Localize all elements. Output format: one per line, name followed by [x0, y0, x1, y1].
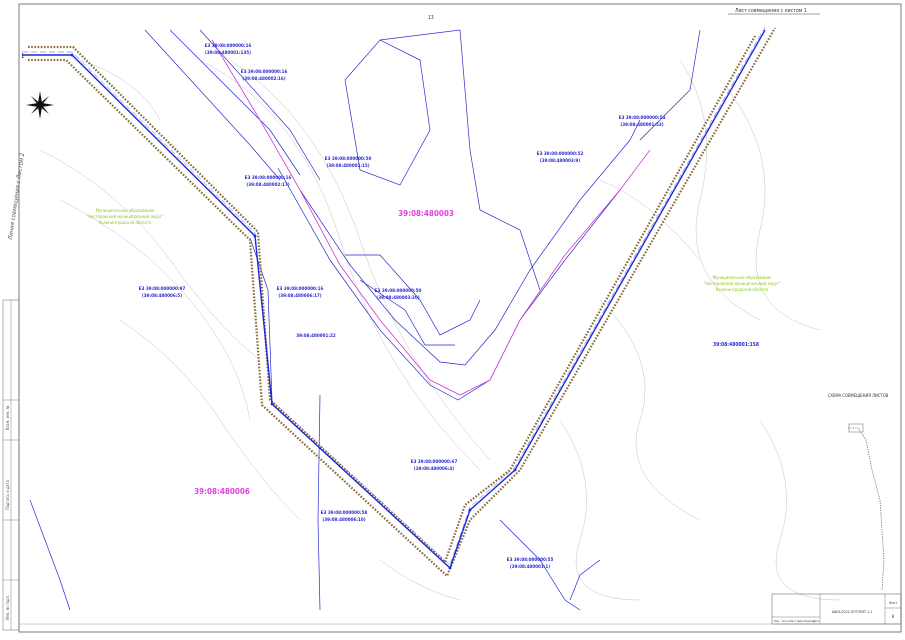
svg-text:(39:08:480002:16): (39:08:480002:16): [242, 76, 285, 82]
svg-text:ЕЗ 39:08:000000:58: ЕЗ 39:08:000000:58: [321, 510, 368, 516]
strip-text-3: Инв. № подл.: [5, 595, 10, 620]
svg-text:Калининградской области: Калининградской области: [99, 220, 152, 225]
svg-text:ЕЗ 39:08:000000:16: ЕЗ 39:08:000000:16: [245, 175, 292, 181]
svg-text:(39:08:480006:4): (39:08:480006:4): [414, 466, 454, 472]
stamp-col-5: Подпись: [804, 619, 815, 623]
pipeline-route: [22, 29, 766, 570]
stamp-col-2: Кол.уч: [782, 619, 791, 623]
svg-text:(39:08:480001:135): (39:08:480001:135): [205, 50, 251, 56]
svg-text:39:08:480001:22: 39:08:480001:22: [296, 333, 336, 339]
svg-text:(39:08:480001:53): (39:08:480001:53): [620, 122, 663, 128]
quarter-boundary: [211, 39, 651, 396]
svg-text:ЕЗ 39:08:000000:97: ЕЗ 39:08:000000:97: [139, 286, 186, 292]
svg-text:(39:08:480001:1): (39:08:480001:1): [510, 564, 550, 570]
parcel-label: ЕЗ 39:08:000000:55 (39:08:480001:1): [507, 557, 554, 570]
parcel-label: ЕЗ 39:08:000000:16 (39:08:480002:16): [241, 69, 288, 82]
header-note-text: Лист совмещения с листом 1: [735, 8, 807, 14]
parcel-label: ЕЗ 39:08:000000:52 (39:08:480003:9): [537, 151, 584, 164]
side-combine-text: Линия совмещения с Листом 2: [7, 152, 26, 241]
svg-text:ЕЗ 39:08:000000:55: ЕЗ 39:08:000000:55: [507, 557, 554, 563]
left-binding-strip: Взам. инв. № Подпись и дата Инв. № подл.: [2, 299, 20, 631]
parcel-boundaries: [29, 29, 701, 611]
svg-text:Муниципальное образование: Муниципальное образование: [713, 275, 772, 280]
parcel-label: ЕЗ 39:08:000000:16 (39:08:480001:135): [205, 43, 252, 56]
svg-text:ЕЗ 39:08:000000:16: ЕЗ 39:08:000000:16: [277, 286, 324, 292]
header-note: Лист совмещения с листом 1: [728, 8, 820, 15]
stamp-code: Ш8/5/2022-ППТ/ПМТ-1.1: [832, 610, 873, 614]
parcel-label: ЕЗ 39:08:000000:16 (39:08:480002:17): [245, 175, 292, 188]
svg-text:ЕЗ 39:08:000000:67: ЕЗ 39:08:000000:67: [411, 459, 458, 465]
municipal-label-left: Муниципальное образование "Нестеровский …: [86, 208, 163, 225]
svg-text:Муниципальное образование: Муниципальное образование: [96, 208, 155, 213]
parcel-label: ЕЗ 39:08:000000:54 (39:08:480001:53): [619, 115, 666, 128]
inset-key-plan: СХЕМА СОВМЕЩЕНИЯ ЛИСТОВ: [828, 393, 889, 591]
svg-text:(39:08:480006:10): (39:08:480006:10): [322, 517, 365, 523]
parcel-label: ЕЗ 39:08:000000:50 (39:08:480003:20): [375, 288, 422, 301]
route-ticks: [70, 53, 517, 570]
svg-text:ЕЗ 39:08:000000:54: ЕЗ 39:08:000000:54: [619, 115, 666, 121]
terrain-contours: [39, 59, 841, 601]
parcel-label: ЕЗ 39:08:000000:97 (39:08:480006:5): [139, 286, 186, 299]
stamp-col-1: Изм.: [774, 619, 780, 623]
svg-text:"Нестеровский муниципальный ок: "Нестеровский муниципальный округ": [86, 214, 163, 219]
parcel-label: 39:08:480001:22: [296, 333, 336, 339]
municipal-label-right: Муниципальное образование "Нестеровский …: [703, 275, 780, 292]
pipeline-route-offset: [22, 26, 766, 566]
svg-text:Калининградской области: Калининградской области: [716, 287, 769, 292]
strip-text-1: Взам. инв. №: [5, 405, 10, 430]
svg-text:(39:08:480003:9): (39:08:480003:9): [540, 158, 580, 164]
svg-text:ЕЗ 39:08:000000:16: ЕЗ 39:08:000000:16: [241, 69, 288, 75]
parcel-label: ЕЗ 39:08:000000:16 (39:08:480006:17): [277, 286, 324, 299]
svg-text:(39:08:480003:20): (39:08:480003:20): [376, 295, 419, 301]
svg-text:ЕЗ 39:08:000000:52: ЕЗ 39:08:000000:52: [537, 151, 584, 157]
svg-text:(39:08:480006:5): (39:08:480006:5): [142, 293, 182, 299]
stamp-col-4: №док: [797, 620, 804, 623]
right-of-way-bands: [28, 27, 776, 578]
parcel-label: ЕЗ 39:08:000000:50 (39:08:480002:15): [325, 156, 372, 169]
svg-text:(39:08:480002:15): (39:08:480002:15): [326, 163, 369, 169]
svg-text:(39:08:480006:17): (39:08:480006:17): [278, 293, 321, 299]
stamp-col-6: Дата: [813, 619, 820, 623]
route-point-1: 1: [21, 53, 24, 60]
quarter-label-center: 39:08:480003: [398, 209, 454, 218]
quarter-label-right: 39:08:480001:158: [713, 342, 759, 348]
parcel-label: ЕЗ 39:08:000000:58 (39:08:480006:10): [321, 510, 368, 523]
parcel-label: ЕЗ 39:08:000000:67 (39:08:480006:4): [411, 459, 458, 472]
stamp-col-3: Лист: [790, 619, 797, 623]
svg-text:ЕЗ 39:08:000000:50: ЕЗ 39:08:000000:50: [375, 288, 422, 294]
svg-text:"Нестеровский муниципальный ок: "Нестеровский муниципальный округ": [703, 281, 780, 286]
svg-text:(39:08:480002:17): (39:08:480002:17): [246, 182, 289, 188]
sheet-marker: 13: [428, 15, 434, 21]
title-block: Ш8/5/2022-ППТ/ПМТ-1.1 Лист 8 Изм. Кол.уч…: [771, 593, 902, 625]
svg-text:ЕЗ 39:08:000000:50: ЕЗ 39:08:000000:50: [325, 156, 372, 162]
inset-title: СХЕМА СОВМЕЩЕНИЯ ЛИСТОВ: [828, 393, 889, 398]
north-arrow-icon: [26, 91, 54, 119]
quarter-label-left: 39:08:480006: [194, 487, 250, 496]
stamp-sheet-label: Лист: [889, 601, 897, 605]
stamp-sheet-number: 8: [892, 614, 895, 619]
svg-text:ЕЗ 39:08:000000:16: ЕЗ 39:08:000000:16: [205, 43, 252, 49]
strip-text-2: Подпись и дата: [5, 480, 10, 510]
